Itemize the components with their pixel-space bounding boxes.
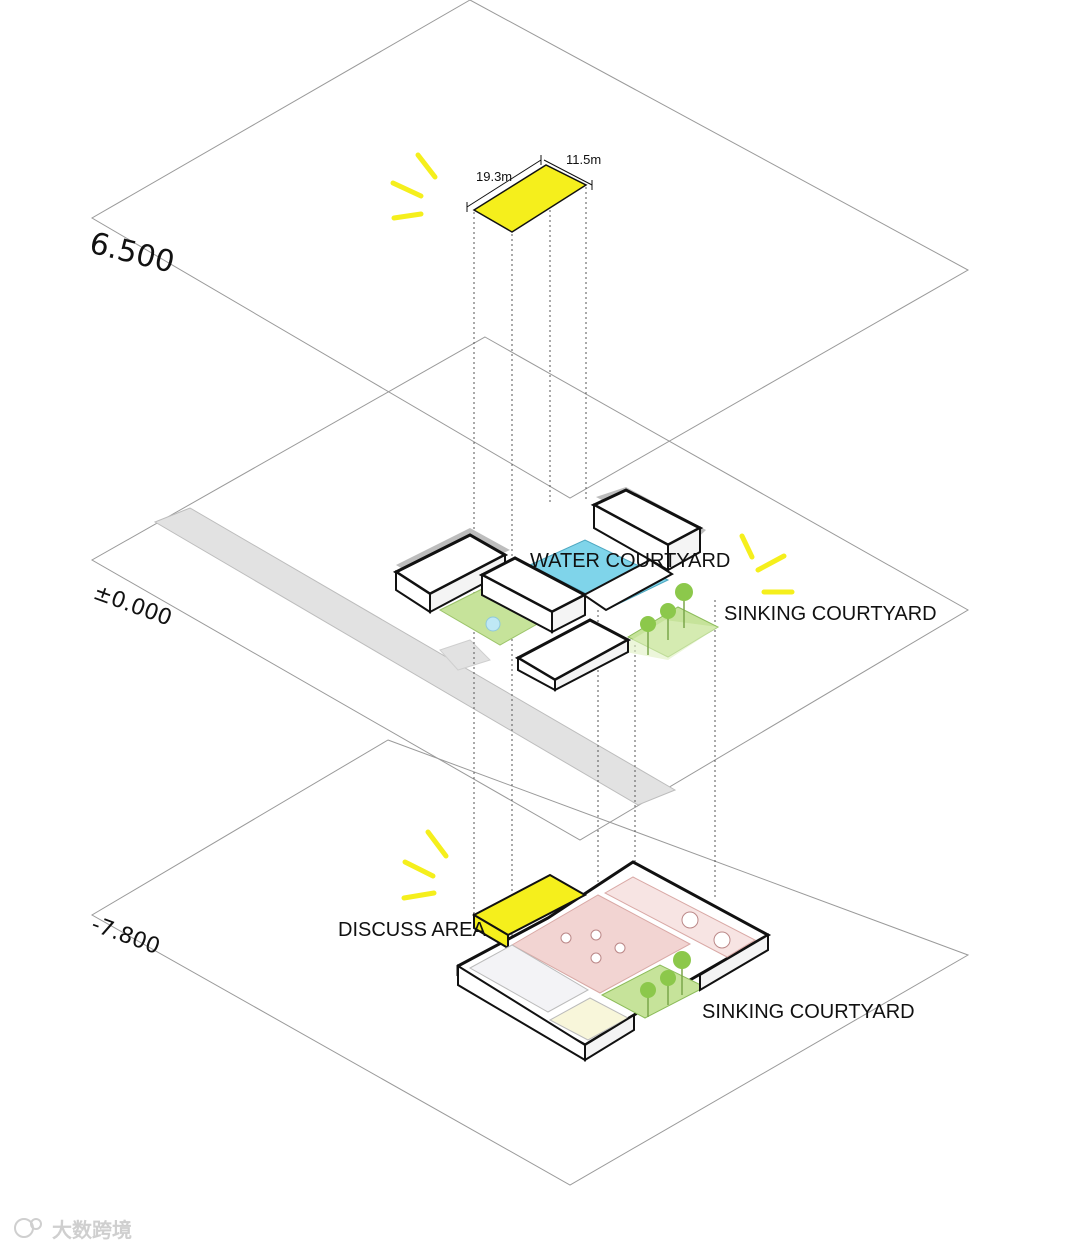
- level-label-top: 6.500: [86, 226, 178, 281]
- road-strip: [153, 507, 677, 806]
- plane-bottom: [91, 739, 970, 1186]
- sun-rays-icon: [390, 152, 438, 221]
- watermark-logo: 大数跨境: [14, 1218, 132, 1242]
- sun-rays-icon: [739, 533, 795, 595]
- dimension-length: 19.3m: [476, 169, 512, 184]
- basement-service-rooms: [468, 944, 590, 1013]
- table-icon: [560, 911, 731, 964]
- label-water-courtyard: WATER COURTYARD: [530, 550, 730, 572]
- level-label-middle: ±0.000: [90, 580, 175, 631]
- label-sinking-courtyard-ground: SINKING COURTYARD: [724, 603, 937, 625]
- watermark-text: 大数跨境: [52, 1218, 132, 1242]
- tree-icon: [640, 583, 693, 655]
- dimension-line-length: [466, 159, 542, 208]
- plane-middle: [90, 336, 969, 841]
- label-discuss-area: DISCUSS AREA: [338, 919, 486, 941]
- roof-panel-yellow: [472, 164, 588, 233]
- tree-icon: [640, 951, 691, 1017]
- building-block-connector: [582, 558, 674, 612]
- plane-top: [91, 0, 970, 499]
- level-label-bottom: -7.800: [88, 912, 163, 960]
- sun-rays-icon: [401, 829, 449, 901]
- dimension-line-width: [543, 159, 593, 186]
- basement-main-hall: [510, 894, 692, 994]
- dimension-width: 11.5m: [566, 152, 601, 167]
- label-sinking-courtyard-basement: SINKING COURTYARD: [702, 1001, 915, 1023]
- road-link: [439, 639, 491, 671]
